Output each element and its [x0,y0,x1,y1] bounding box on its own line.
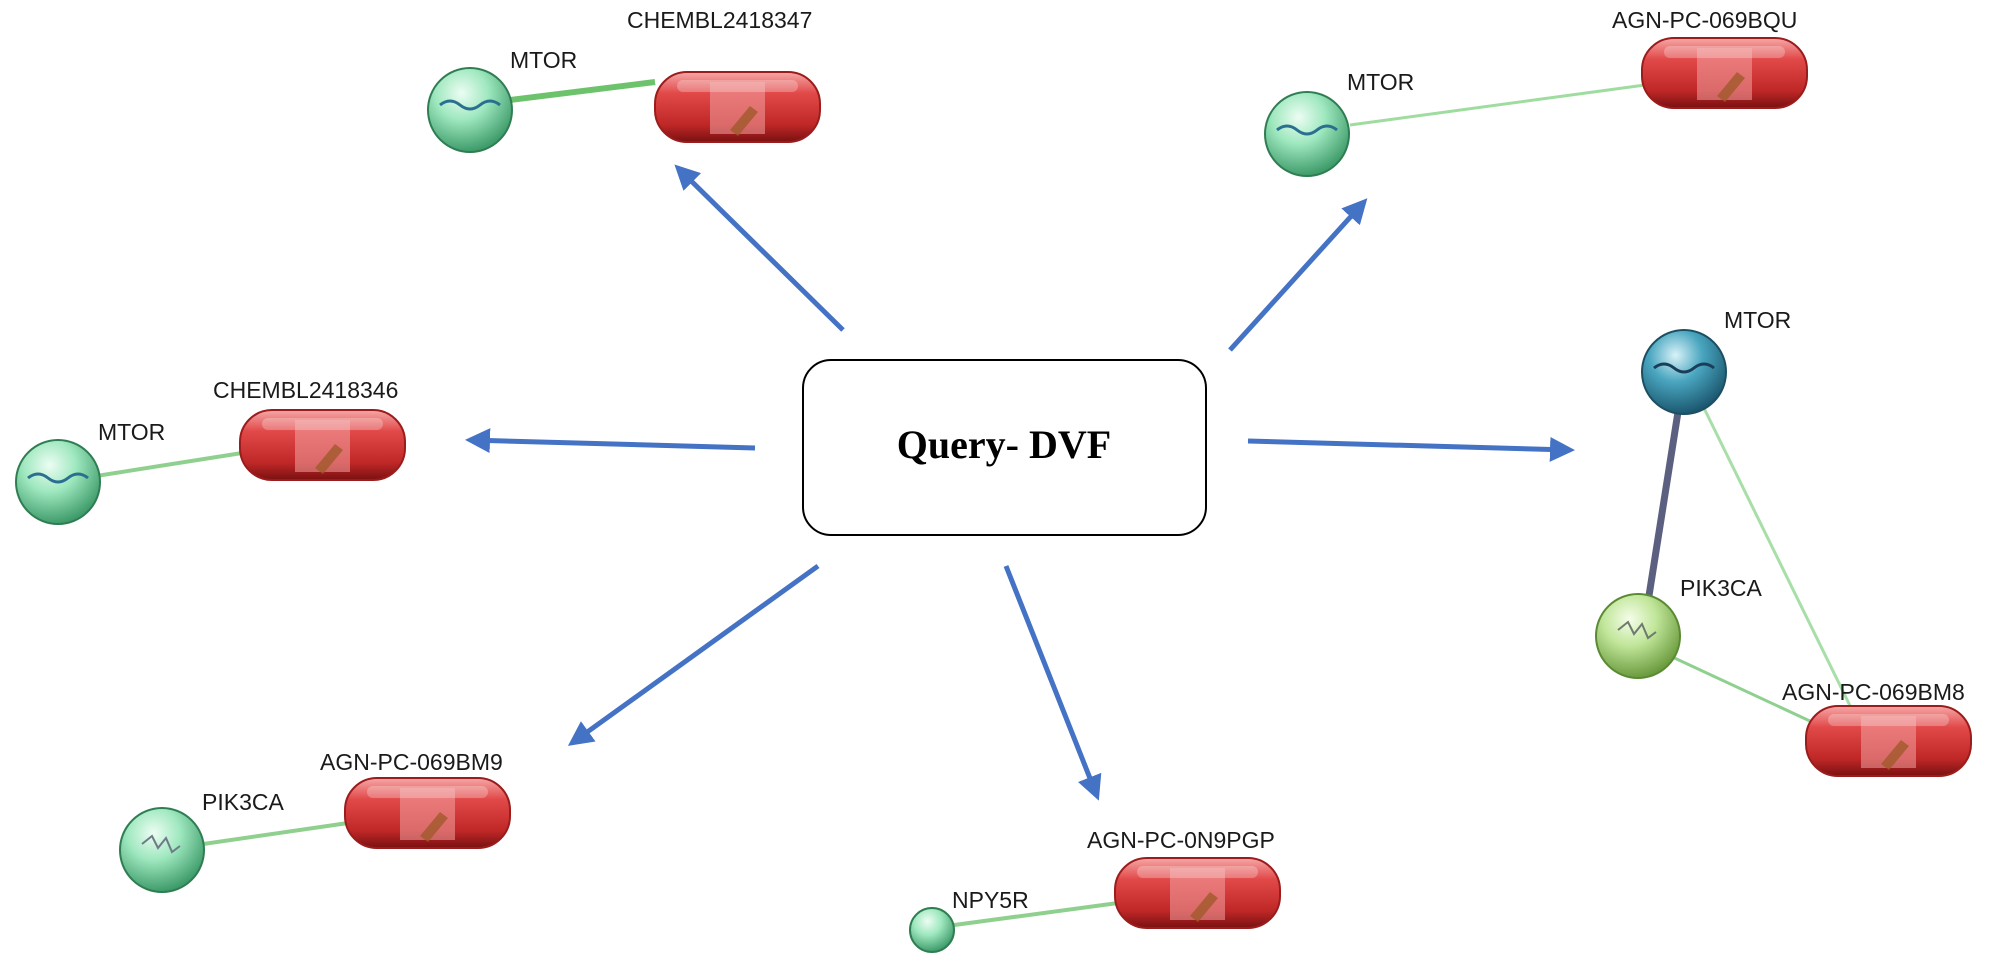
arrow-to-right [1247,436,1575,462]
compound-label: CHEMBL2418346 [213,377,398,403]
compound-node-chembl2418347[interactable] [654,71,821,143]
compound-label: AGN-PC-0N9PGP [1087,827,1275,853]
compound-node-agn-pc-069bm8[interactable] [1805,705,1972,777]
protein-node-pik3ca[interactable] [119,807,205,893]
arrow-to-top-right [1228,198,1368,352]
compound-label: AGN-PC-069BM9 [320,749,503,775]
interaction-edge [1667,653,1813,724]
interaction-edge [931,901,1119,930]
arrow-to-bottom [1003,565,1102,801]
protein-label: PIK3CA [202,789,284,815]
protein-label: MTOR [510,47,577,73]
interaction-edge [1349,83,1646,127]
cluster-top-right: MTOR AGN-PC-069BQU [1264,7,1808,177]
compound-label: CHEMBL2418347 [627,7,812,33]
cluster-right: MTOR PIK3CA AGN-PC-069BM8 [1595,307,1972,777]
cluster-top-left: MTOR CHEMBL2418347 [427,7,821,153]
protein-node-mtor[interactable] [1641,329,1727,415]
protein-node-mtor[interactable] [427,67,513,153]
compound-node-agn-pc-0n9pgp[interactable] [1114,857,1281,929]
protein-node-npy5r[interactable] [909,907,955,953]
arrow-to-bottom-left [567,563,820,746]
cluster-bottom: NPY5R AGN-PC-0N9PGP [909,827,1281,953]
protein-label: PIK3CA [1680,575,1762,601]
cluster-bottom-left: PIK3CA AGN-PC-069BM9 [119,749,511,893]
compound-node-agn-pc-069bqu[interactable] [1641,37,1808,109]
query-arrows [465,164,1575,801]
query-box[interactable]: Query- DVF [802,359,1207,536]
arrow-to-left [465,428,756,454]
compound-label: AGN-PC-069BM8 [1782,679,1965,705]
protein-label: MTOR [1347,69,1414,95]
protein-node-mtor[interactable] [1264,91,1350,177]
compound-label: AGN-PC-069BQU [1612,7,1797,33]
compound-node-chembl2418346[interactable] [239,409,406,481]
protein-node-pik3ca[interactable] [1595,593,1681,679]
protein-node-mtor[interactable] [15,439,101,525]
query-label: Query- DVF [897,422,1111,467]
protein-label: MTOR [98,419,165,445]
protein-label: MTOR [1724,307,1791,333]
interaction-edge [1698,399,1860,723]
compound-node-agn-pc-069bm9[interactable] [344,777,511,849]
cluster-left: MTOR CHEMBL2418346 [15,377,406,525]
protein-label: NPY5R [952,887,1029,913]
arrow-to-top-left [674,164,845,332]
